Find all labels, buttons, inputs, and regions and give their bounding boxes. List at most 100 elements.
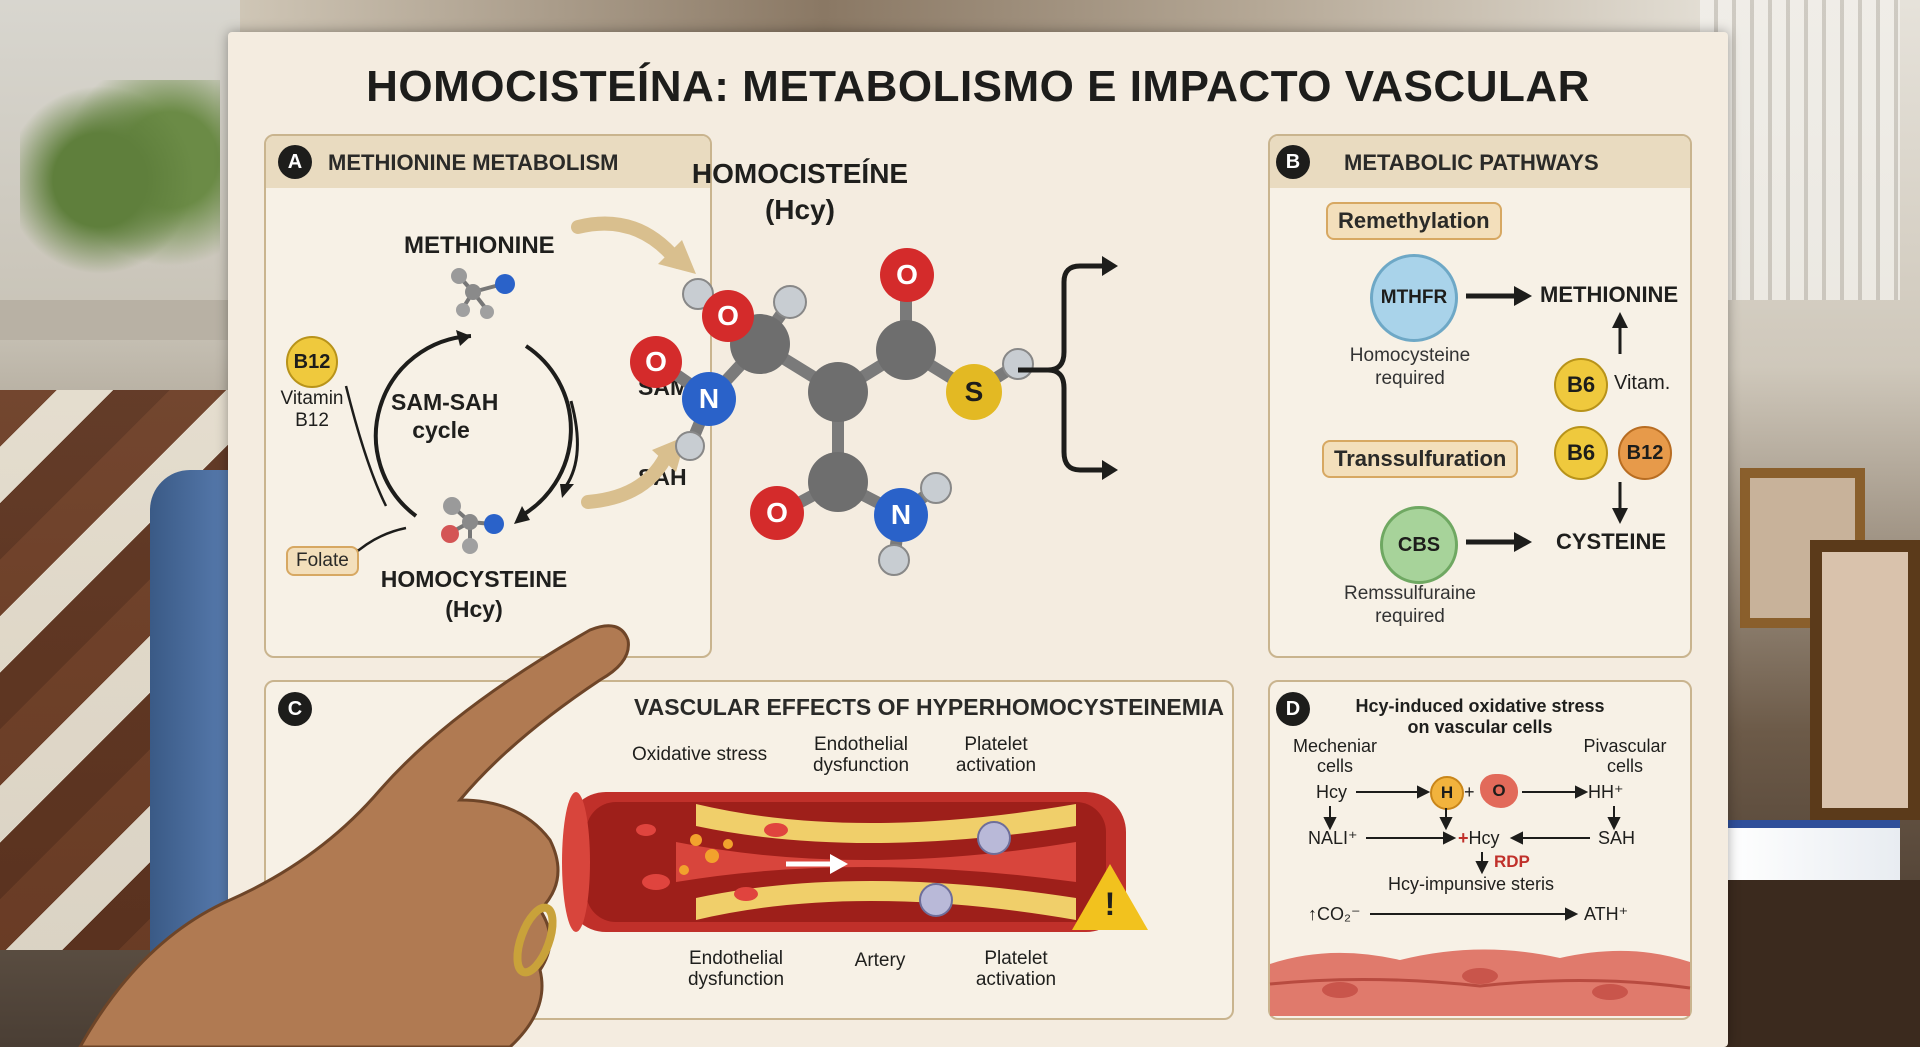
plus-hcy-sign: + bbox=[1458, 828, 1469, 848]
endo-bottom-line-2: dysfunction bbox=[687, 969, 785, 990]
pivascular-label: Pivascular cells bbox=[1570, 736, 1680, 776]
panel-metabolic-pathways: B METABOLIC PATHWAYS Remethylation MTHFR… bbox=[1268, 134, 1692, 658]
mecheniar-label: Mecheniar cells bbox=[1280, 736, 1390, 776]
vascular-cells-illustration bbox=[1269, 949, 1691, 1016]
mthfr-note: Homocysteine required bbox=[1330, 344, 1490, 390]
plant bbox=[20, 80, 220, 280]
oxygen-atom-2: O bbox=[630, 336, 682, 388]
ath-label: ATH⁺ bbox=[1584, 904, 1629, 924]
cbs-note-line-1: Remssulfuraine bbox=[1344, 583, 1476, 604]
oxygen-atom-4: O bbox=[750, 486, 804, 540]
panel-header bbox=[1270, 136, 1690, 188]
folate-pill: Folate bbox=[286, 546, 359, 576]
arrow-to-molecule-top bbox=[571, 216, 696, 274]
pathway-bracket bbox=[1018, 256, 1118, 480]
pivas-line-2: cells bbox=[1606, 756, 1643, 776]
panel-c-title: VASCULAR EFFECTS OF HYPERHOMOCYSTEINEMIA bbox=[634, 694, 1224, 720]
cbs-enzyme: CBS bbox=[1380, 506, 1458, 584]
reaction-arrows bbox=[1323, 785, 1621, 921]
endo-bottom-line-1: Endothelial bbox=[688, 948, 784, 969]
artery-label: Artery bbox=[854, 950, 906, 971]
mthfr-enzyme: MTHFR bbox=[1370, 254, 1458, 342]
hh-plus: HH⁺ bbox=[1588, 782, 1624, 802]
homocysteine-label: HOMOCYSTEINE (Hcy) bbox=[374, 564, 574, 624]
panel-badge-c: C bbox=[278, 692, 312, 726]
mthfr-arrow bbox=[1466, 286, 1532, 306]
sulfur-atom: S bbox=[946, 364, 1002, 420]
platelet-top-line-2: activation bbox=[955, 755, 1037, 776]
poster-title: HOMOCISTEÍNA: METABOLISMO E IMPACTO VASC… bbox=[366, 62, 1590, 111]
platelet-top-line-1: Platelet bbox=[964, 734, 1028, 755]
endo-top-line-2: dysfunction bbox=[812, 755, 910, 776]
artery-illustration bbox=[562, 792, 1126, 932]
methionine-label: METHIONINE bbox=[404, 232, 555, 259]
warning-mark: ! bbox=[1104, 886, 1116, 922]
plus-sign: + bbox=[1464, 782, 1475, 802]
cysteine-product: CYSTEINE bbox=[1556, 529, 1667, 554]
cbs-arrow bbox=[1466, 532, 1532, 552]
nitrogen-atom-2: N bbox=[874, 488, 928, 542]
panel-badge-a: A bbox=[278, 145, 312, 179]
oxidative-stress-label: Oxidative stress bbox=[632, 744, 768, 765]
vitamin-line-2: B12 bbox=[295, 410, 329, 431]
oxygen-atom-3: O bbox=[880, 248, 934, 302]
right-window bbox=[1700, 0, 1900, 300]
panel-badge-b: B bbox=[1276, 145, 1310, 179]
sah-label: SAH bbox=[1598, 828, 1636, 848]
mech-line-1: Mecheniar bbox=[1292, 736, 1378, 756]
hcy-left: Hcy bbox=[1316, 782, 1347, 802]
o-node: O bbox=[1480, 774, 1518, 808]
panel-badge-d: D bbox=[1276, 692, 1310, 726]
co2-label: ↑CO₂⁻ bbox=[1308, 904, 1361, 924]
plus-hcy: +Hcy bbox=[1458, 828, 1500, 849]
cycle-label: SAM-SAH cycle bbox=[391, 388, 499, 444]
remethylation-pill: Remethylation bbox=[1326, 202, 1502, 240]
b12-badge-icon-2: B12 bbox=[1618, 426, 1672, 480]
cycle-line-2: cycle bbox=[412, 417, 470, 443]
warning-icon bbox=[1072, 864, 1148, 930]
platelet-top-label: Platelet activation bbox=[936, 734, 1056, 776]
molecule-title: HOMOCISTEÍNE (Hcy) bbox=[670, 156, 930, 228]
panel-d-title: Hcy-induced oxidative stress on vascular… bbox=[1310, 696, 1650, 738]
panel-a-title: METHIONINE METABOLISM bbox=[328, 150, 619, 175]
plus-hcy-text: Hcy bbox=[1468, 828, 1500, 848]
vitamin-b12-label: Vitamin B12 bbox=[272, 388, 352, 432]
pointing-hand bbox=[78, 624, 630, 1047]
endothelial-bottom-label: Endothelial dysfunction bbox=[666, 948, 806, 990]
rdp-label: RDP bbox=[1494, 852, 1530, 871]
b12-down-arrow bbox=[1612, 482, 1628, 524]
pivas-line-1: Pivascular bbox=[1583, 736, 1667, 756]
b6-up-arrow bbox=[1612, 312, 1628, 354]
endothelial-top-label: Endothelial dysfunction bbox=[796, 734, 926, 776]
portrait-frame bbox=[1810, 540, 1920, 820]
panel-methionine-metabolism: A METHIONINE METABOLISM METHIONINE SAM-S… bbox=[264, 134, 712, 658]
nali-plus: NALI⁺ bbox=[1308, 828, 1358, 848]
cycle-line-1: SAM-SAH bbox=[391, 389, 499, 415]
panel-header bbox=[266, 136, 710, 188]
platelet-bottom-line-1: Platelet bbox=[984, 948, 1048, 969]
homocysteine-abbr: (Hcy) bbox=[445, 596, 503, 622]
cbs-note-line-2: required bbox=[1375, 606, 1445, 627]
panel-b-title: METABOLIC PATHWAYS bbox=[1344, 150, 1599, 175]
mthfr-note-line-2: required bbox=[1375, 368, 1445, 389]
platelet-bottom-line-2: activation bbox=[975, 969, 1057, 990]
b6-badge-icon-2: B6 bbox=[1554, 426, 1608, 480]
mech-line-2: cells bbox=[1316, 756, 1353, 776]
oxygen-atom-1: O bbox=[702, 290, 754, 342]
cbs-note: Remssulfuraine required bbox=[1320, 582, 1500, 628]
endo-top-line-1: Endothelial bbox=[813, 734, 909, 755]
vitam-label: Vitam. bbox=[1614, 372, 1671, 394]
homocysteine-name: HOMOCYSTEINE bbox=[380, 566, 568, 592]
b12-badge-icon: B12 bbox=[286, 336, 338, 388]
methionine-molecule-icon bbox=[451, 268, 515, 319]
panel-oxidative-stress: D Hcy-induced oxidative stress on vascul… bbox=[1268, 680, 1692, 1020]
transsulfuration-pill: Transsulfuration bbox=[1322, 440, 1519, 478]
panel-d-title-line-2: on vascular cells bbox=[1407, 717, 1553, 737]
window-sill bbox=[0, 300, 240, 340]
molecule-abbr: (Hcy) bbox=[764, 194, 835, 225]
molecule-name: HOMOCISTEÍNE bbox=[691, 158, 909, 189]
medicine-box bbox=[1725, 820, 1900, 888]
b6-badge-icon: B6 bbox=[1554, 358, 1608, 412]
methionine-product: METHIONINE bbox=[1540, 282, 1679, 307]
